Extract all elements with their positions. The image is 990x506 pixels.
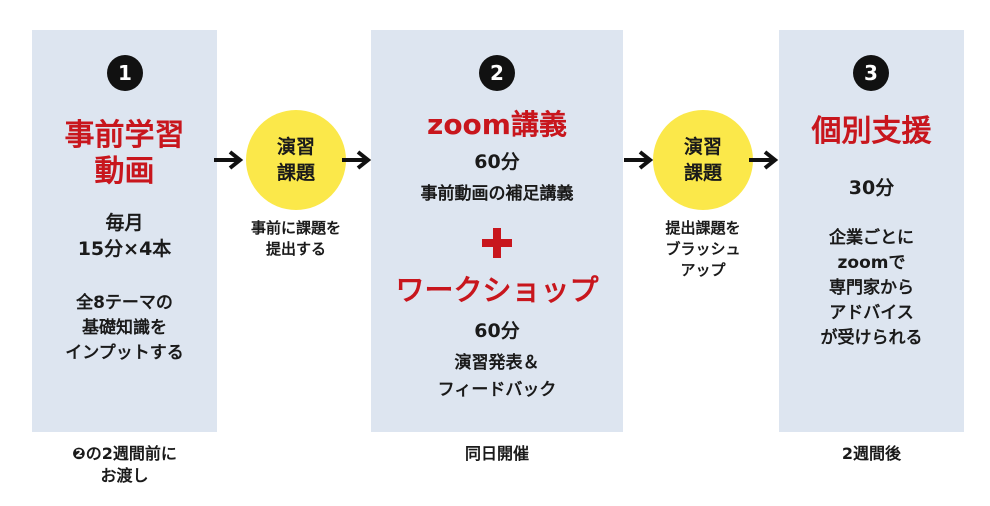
connector2-circle-line2: 課題 xyxy=(683,162,722,184)
step3-description-line5: が受けられる xyxy=(820,328,923,348)
connector1-note: 事前に課題を 提出する xyxy=(231,218,361,260)
connector2-note-line2: ブラッシュ xyxy=(665,240,741,258)
step3-description-line4: アドバイス xyxy=(829,303,914,323)
arrow-right-icon xyxy=(624,150,654,170)
step2-duration2: 60分 xyxy=(474,320,520,342)
connector2-exercise-circle: 演習 課題 xyxy=(653,110,753,210)
step3-description-line1: 企業ごとに xyxy=(829,228,914,248)
connector1-note-line2: 提出する xyxy=(265,240,326,258)
step2-number-badge: 2 xyxy=(479,55,515,91)
arrow-right-icon xyxy=(214,150,244,170)
connector2-circle-line1: 演習 xyxy=(683,136,722,158)
step3-description: 企業ごとに zoomで 専門家から アドバイス が受けられる xyxy=(779,226,964,351)
step2-description2: 演習発表＆ フィードバック xyxy=(371,350,623,404)
step2-description2-line2: フィードバック xyxy=(437,380,557,400)
step1-timing-line2: お渡し xyxy=(100,466,149,485)
connector1-exercise-circle: 演習 課題 xyxy=(246,110,346,210)
step2-duration1: 60分 xyxy=(474,151,520,173)
step2-description2-line1: 演習発表＆ xyxy=(454,353,540,373)
step3-duration: 30分 xyxy=(848,177,895,199)
plus-icon xyxy=(482,228,512,258)
step1-frequency-line1: 毎月 xyxy=(105,212,144,234)
step1-description-line1: 全8テーマの xyxy=(76,293,173,313)
step1-panel xyxy=(32,30,217,432)
step3-number-badge: 3 xyxy=(853,55,889,91)
step3-panel xyxy=(779,30,964,432)
step1-timing: ❷の2週間前に お渡し xyxy=(32,443,217,487)
step2-timing: 同日開催 xyxy=(464,444,529,463)
step1-timing-line1: ❷の2週間前に xyxy=(72,444,177,463)
step1-description: 全8テーマの 基礎知識を インプットする xyxy=(32,291,217,366)
connector2-note: 提出課題を ブラッシュ アップ xyxy=(638,218,768,281)
arrow-right-icon xyxy=(749,150,779,170)
step3-title: 個別支援 xyxy=(811,114,932,149)
step2-subtitle: ワークショップ xyxy=(395,273,599,307)
step2-description1: 事前動画の補足講義 xyxy=(420,184,574,204)
step1-frequency: 毎月 15分×4本 xyxy=(32,210,217,262)
step3-description-line2: zoomで xyxy=(837,253,906,273)
connector1-circle-line2: 課題 xyxy=(276,162,315,184)
step3-timing: 2週間後 xyxy=(841,444,902,463)
connector2-note-line1: 提出課題を xyxy=(665,219,741,237)
step1-title-line2: 動画 xyxy=(94,154,155,189)
arrow-right-icon xyxy=(342,150,372,170)
step1-description-line2: 基礎知識を xyxy=(82,318,167,338)
connector1-note-line1: 事前に課題を xyxy=(250,219,341,237)
step1-title: 事前学習 動画 xyxy=(32,118,217,190)
step1-number-badge: 1 xyxy=(107,55,143,91)
step1-title-line1: 事前学習 xyxy=(64,118,185,153)
connector1-circle-line1: 演習 xyxy=(276,136,315,158)
step1-frequency-line2: 15分×4本 xyxy=(77,238,172,260)
step2-title: zoom講義 xyxy=(427,108,567,141)
step1-description-line3: インプットする xyxy=(65,343,184,363)
step3-description-line3: 専門家から xyxy=(829,278,914,298)
connector2-note-line3: アップ xyxy=(680,261,726,279)
